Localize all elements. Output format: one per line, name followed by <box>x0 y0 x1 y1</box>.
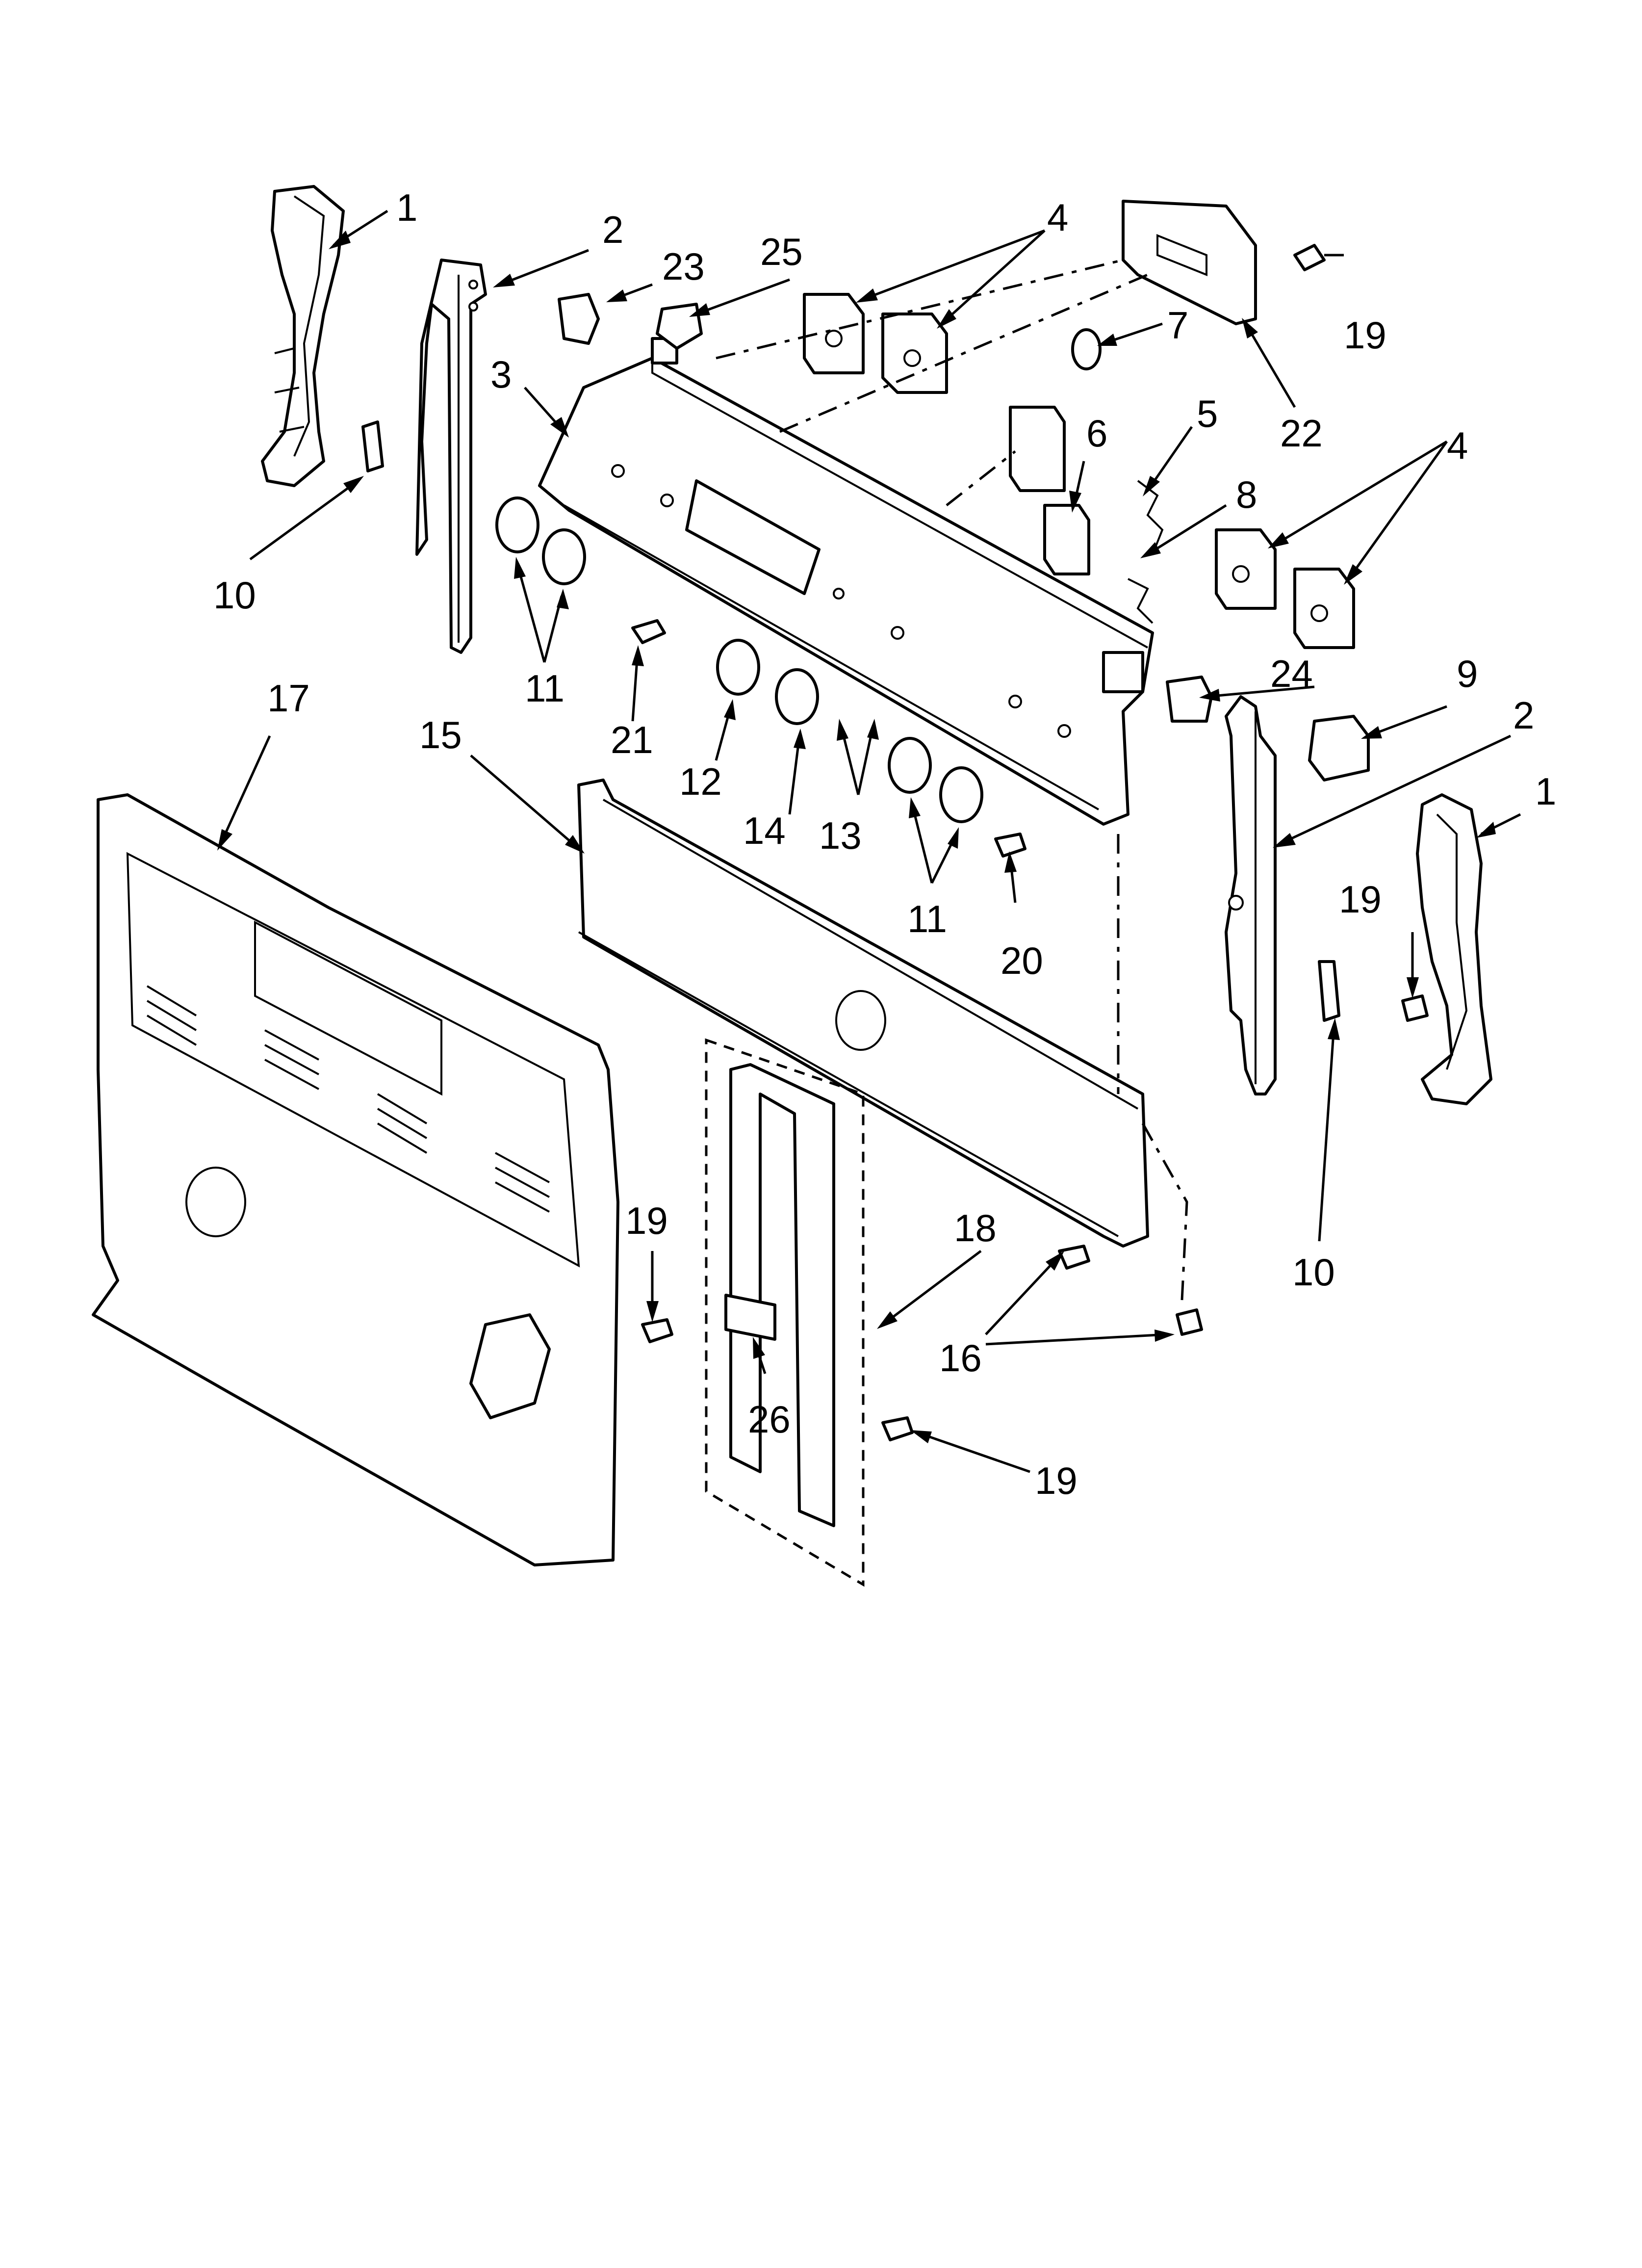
part-lower-panel <box>577 779 1149 1248</box>
callout-10-right: 10 <box>1292 1251 1335 1294</box>
callout-1-left: 1 <box>396 186 417 229</box>
callout-11-left: 11 <box>525 667 564 710</box>
callout-14: 14 <box>743 809 786 852</box>
part-wire-harness <box>1128 480 1164 624</box>
screws <box>631 244 1429 1441</box>
callout-13: 13 <box>819 814 862 857</box>
callout-11-right: 11 <box>907 897 947 940</box>
callout-labels: 1 1 2 2 3 4 4 5 6 7 8 9 10 10 11 11 12 1… <box>213 186 1556 1502</box>
callout-10-left: 10 <box>213 574 256 617</box>
part-switch-block <box>1009 406 1090 575</box>
callout-15: 15 <box>419 713 462 756</box>
callout-12: 12 <box>679 760 722 803</box>
part-end-cap-left <box>261 185 345 487</box>
part-switch-24 <box>1166 676 1213 723</box>
callout-4-top: 4 <box>1047 196 1068 239</box>
callout-19-right: 19 <box>1339 878 1382 921</box>
callout-1-right: 1 <box>1535 770 1556 813</box>
callout-7: 7 <box>1167 304 1188 347</box>
callout-4-right: 4 <box>1447 424 1468 467</box>
callout-22: 22 <box>1280 412 1323 455</box>
callout-9: 9 <box>1457 652 1478 695</box>
knobs <box>495 496 983 823</box>
part-infinite-switch-2 <box>881 313 948 394</box>
part-side-bracket-right <box>1225 695 1277 1095</box>
part-25 <box>656 303 703 350</box>
part-side-bracket-left <box>415 259 487 654</box>
leader-lines <box>217 209 1521 1473</box>
callout-6: 6 <box>1086 412 1107 455</box>
part-infinite-switch-1 <box>803 293 865 374</box>
part-clip-left <box>361 420 384 472</box>
callout-2-left: 2 <box>602 208 623 251</box>
part-control-panel <box>538 337 1154 826</box>
part-ring <box>1071 328 1102 370</box>
callout-20: 20 <box>1001 939 1043 982</box>
callout-24: 24 <box>1270 652 1313 695</box>
callout-18: 18 <box>954 1206 997 1250</box>
assembly-lines <box>716 259 1188 1301</box>
callout-25: 25 <box>760 230 803 273</box>
part-rear-channel <box>705 1038 865 1587</box>
callout-3: 3 <box>490 353 512 396</box>
callout-19-left: 19 <box>625 1199 668 1242</box>
callout-16: 16 <box>939 1336 982 1380</box>
part-infinite-switch-3 <box>1215 528 1277 610</box>
callout-23: 23 <box>662 245 705 288</box>
part-clock-display <box>1122 200 1257 325</box>
callout-5: 5 <box>1197 392 1218 435</box>
part-23 <box>558 293 600 345</box>
callout-19-bottom: 19 <box>1035 1459 1078 1502</box>
part-back-panel <box>92 793 619 1566</box>
part-switch-9 <box>1308 715 1370 782</box>
part-infinite-switch-4 <box>1293 568 1355 649</box>
callout-21: 21 <box>611 718 653 761</box>
callout-2-right: 2 <box>1513 694 1534 737</box>
callout-26: 26 <box>748 1398 791 1441</box>
callout-19-top: 19 <box>1344 313 1386 357</box>
part-end-cap-right <box>1416 793 1492 1105</box>
callout-17: 17 <box>267 677 310 720</box>
callout-8: 8 <box>1236 473 1257 516</box>
part-clip-right <box>1318 960 1340 1022</box>
